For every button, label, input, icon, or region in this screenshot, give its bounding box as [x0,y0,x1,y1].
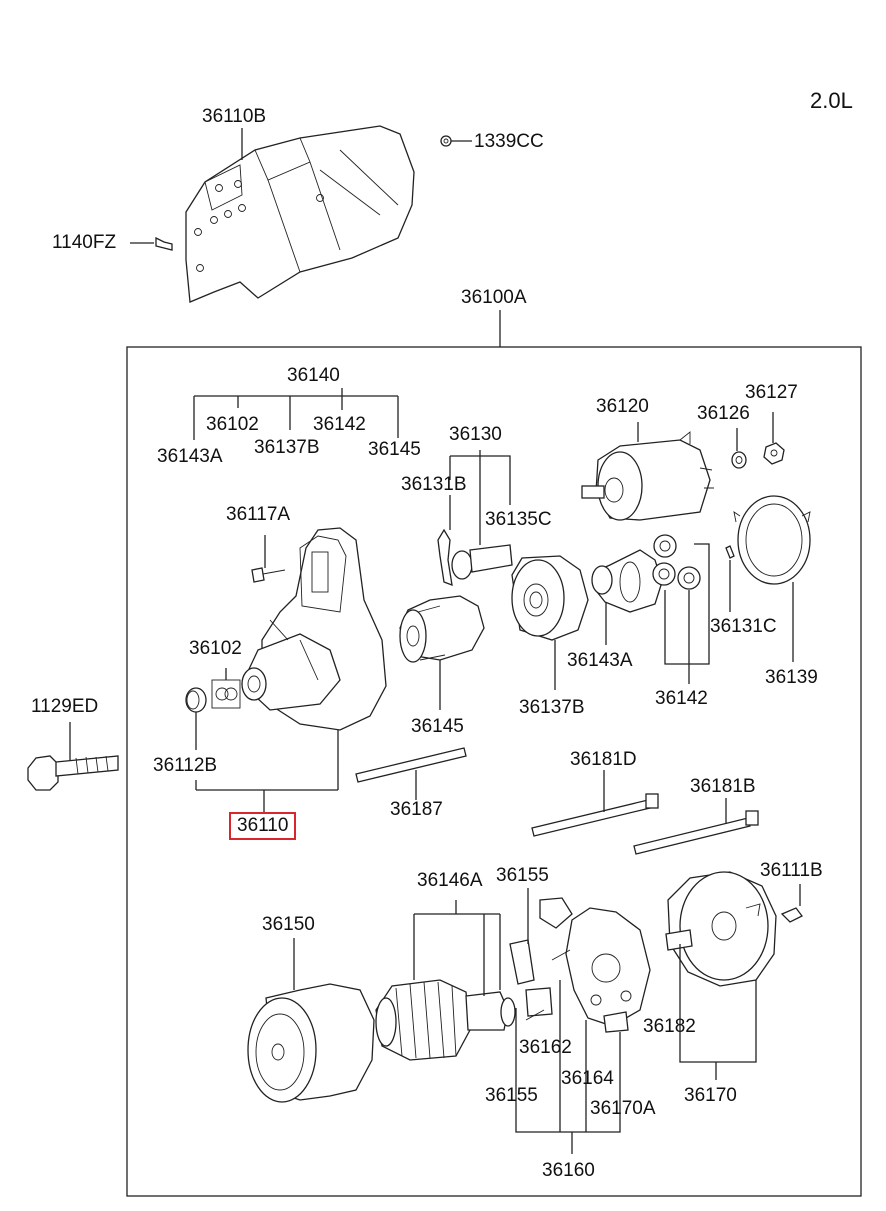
rear-cover-part[interactable] [665,871,777,987]
part-label-36142[interactable]: 36142 [655,688,708,709]
part-label-36140[interactable]: 36140 [287,365,340,386]
part-label-36181b[interactable]: 36181B [690,776,756,797]
part-label-36160[interactable]: 36160 [542,1160,595,1181]
part-label-36135c[interactable]: 36135C [485,509,552,530]
part-label-36181d[interactable]: 36181D [570,749,637,770]
engine-label: 2.0L [810,88,853,113]
solenoid-switch-part[interactable] [581,431,714,521]
part-label-36150[interactable]: 36150 [262,914,315,935]
lever-36131b-part[interactable] [437,528,513,587]
part-label-36145-top[interactable]: 36145 [368,439,421,460]
part-label-36164[interactable]: 36164 [561,1068,614,1089]
through-bolt-36181d-part[interactable] [531,793,659,837]
yoke-36150-part[interactable] [247,983,375,1103]
part-label-36162[interactable]: 36162 [519,1037,572,1058]
part-label-1140fz[interactable]: 1140FZ [52,232,117,253]
armature-36146a-part[interactable] [375,979,516,1061]
front-housing-36110-part[interactable] [241,527,387,731]
washer-36126-part[interactable] [731,451,747,469]
part-label-36142-top[interactable]: 36142 [313,414,366,435]
part-label-36102-top[interactable]: 36102 [206,414,259,435]
part-label-36117a[interactable]: 36117A [226,504,291,525]
part-label-36139[interactable]: 36139 [765,667,818,688]
part-label-36145[interactable]: 36145 [411,716,464,737]
heat-shield-part[interactable] [185,125,415,303]
planet-gears-part[interactable] [652,534,701,590]
part-label-36187[interactable]: 36187 [390,799,443,820]
part-label-36137b[interactable]: 36137B [519,697,585,718]
pin-36131c-part[interactable] [725,545,735,559]
part-label-36100a[interactable]: 36100A [461,287,527,308]
part-label-36112b[interactable]: 36112B [153,755,218,776]
through-bolt-36181b-part[interactable] [633,810,759,855]
nut-36127-part[interactable] [763,442,785,465]
part-label-1339cc[interactable]: 1339CC [474,131,544,152]
part-label-36110-selected[interactable]: 36110 [229,812,297,840]
part-label-36126[interactable]: 36126 [697,403,750,424]
nut-1339cc-part[interactable] [440,135,452,147]
part-label-36182[interactable]: 36182 [643,1016,696,1037]
part-label-36131b[interactable]: 36131B [401,474,467,495]
brush-holder-part[interactable] [509,897,651,1033]
part-label-36131c[interactable]: 36131C [710,616,777,637]
bolt-1129ed-part[interactable] [27,755,119,791]
part-label-36111b[interactable]: 36111B [760,860,823,881]
part-label-36155[interactable]: 36155 [485,1085,538,1106]
bolt-1140fz-part[interactable] [155,236,173,251]
part-label-36102[interactable]: 36102 [189,638,242,659]
planet-shaft-part[interactable] [591,549,663,613]
part-label-36146a[interactable]: 36146A [417,870,483,891]
assembly-frame [126,346,862,1197]
part-label-1129ed[interactable]: 1129ED [31,696,99,717]
part-label-36110b[interactable]: 36110B [202,106,267,127]
part-label-36130[interactable]: 36130 [449,424,502,445]
part-label-36137b-top[interactable]: 36137B [254,437,320,458]
part-label-36143a[interactable]: 36143A [567,650,633,671]
part-label-36120[interactable]: 36120 [596,396,649,417]
part-label-36155-top[interactable]: 36155 [496,865,549,886]
part-label-36170[interactable]: 36170 [684,1085,737,1106]
gear-housing-36137b-part[interactable] [511,555,589,641]
bushing-36102-part[interactable] [211,679,241,709]
part-label-36170a[interactable]: 36170A [590,1098,656,1119]
part-label-36143a-top[interactable]: 36143A [157,446,223,467]
internal-gear-part[interactable] [733,495,811,585]
bolt-36117a-part[interactable] [251,567,286,583]
screw-36111b-part[interactable] [780,907,803,923]
overrunning-clutch-part[interactable] [399,595,485,663]
stud-36187-part[interactable] [355,747,467,783]
part-label-36127[interactable]: 36127 [745,382,798,403]
bushing-36112b-part[interactable] [185,687,207,713]
